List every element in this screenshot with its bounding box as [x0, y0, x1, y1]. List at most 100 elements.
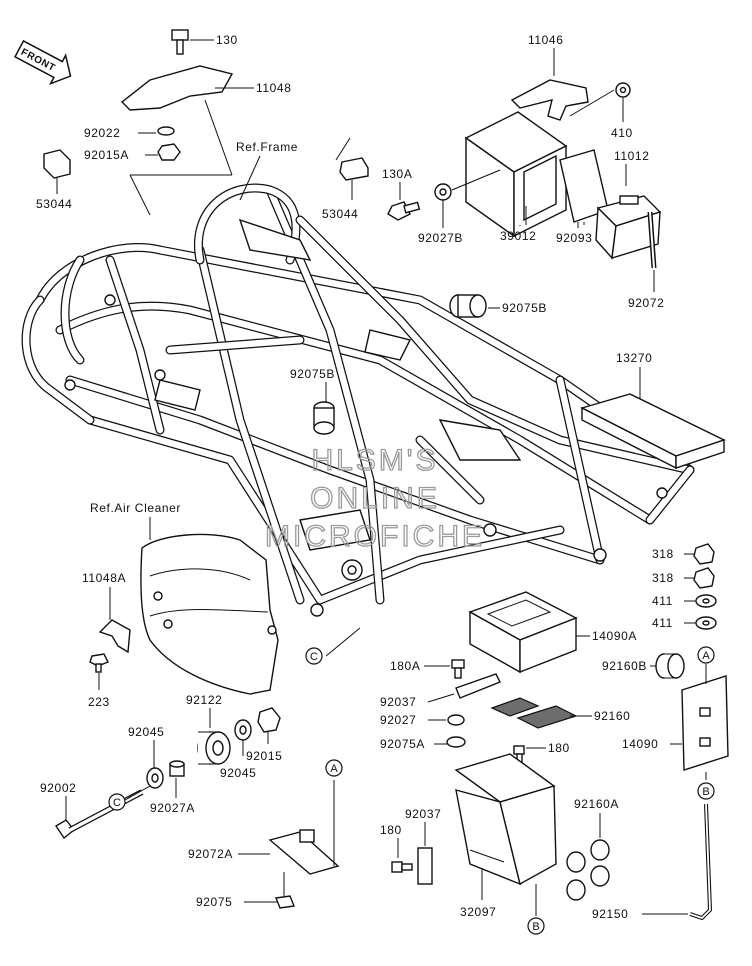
- callout-b-1-text: B: [702, 786, 709, 798]
- bolt-130A-icon: [387, 201, 421, 221]
- pad-92160A-4: [566, 879, 586, 901]
- callout-a-1-text: A: [330, 763, 338, 775]
- label-32097: 32097: [460, 905, 496, 919]
- label-92075B-right: 92075B: [502, 301, 547, 315]
- label-92015: 92015: [246, 749, 282, 763]
- mount-92122: [197, 731, 231, 765]
- label-92160: 92160: [594, 709, 630, 723]
- label-53044-left: 53044: [36, 197, 72, 211]
- label-92093: 92093: [556, 231, 592, 245]
- label-92002: 92002: [40, 781, 76, 795]
- callout-c-2: [108, 793, 126, 811]
- callout-a-2: [697, 646, 715, 664]
- collar-92075B-mid: [313, 401, 335, 435]
- callout-a-1: [325, 759, 343, 777]
- label-11048A: 11048A: [82, 571, 126, 585]
- label-39012: 39012: [500, 229, 536, 243]
- label-92075: 92075: [196, 895, 232, 909]
- watermark-line-3: MICROFICHE: [265, 520, 485, 553]
- watermark-line-2: ONLINE: [310, 482, 440, 515]
- label-92075A: 92075A: [380, 737, 425, 751]
- nut-92015A: [157, 143, 181, 161]
- bolt-180A-icon: [451, 659, 465, 679]
- watermark-line-1: HLSM'S: [311, 444, 438, 477]
- ref-air-cleaner-label: Ref.Air Cleaner: [90, 501, 181, 515]
- label-410: 410: [611, 126, 633, 140]
- terminal-92037-2: [417, 847, 433, 885]
- label-92037-2: 92037: [405, 807, 441, 821]
- air-cleaner-cover: [140, 533, 279, 695]
- label-180-2: 180: [380, 823, 402, 837]
- label-92022: 92022: [84, 126, 120, 140]
- label-180A: 180A: [390, 659, 420, 673]
- callout-c-1: [305, 647, 323, 665]
- collar-92075B-right: [449, 294, 487, 318]
- bracket-92072A: [268, 829, 340, 875]
- battery-14090A: [468, 591, 578, 674]
- bracket-11048: [120, 65, 234, 111]
- label-92045-left: 92045: [128, 725, 164, 739]
- label-92027A: 92027A: [150, 801, 195, 815]
- label-92160A: 92160A: [574, 797, 619, 811]
- label-92160B: 92160B: [602, 659, 647, 673]
- nut-92015: [257, 707, 281, 733]
- collar-92027A: [169, 760, 185, 777]
- label-180-1: 180: [548, 741, 570, 755]
- label-92027: 92027: [380, 713, 416, 727]
- plate-13270: [580, 393, 726, 470]
- label-92150: 92150: [592, 907, 628, 921]
- label-92122: 92122: [186, 693, 222, 707]
- label-130: 130: [216, 33, 238, 47]
- label-53044-mid: 53044: [322, 207, 358, 221]
- bolt-223-icon: [89, 653, 109, 673]
- label-14090: 14090: [622, 737, 658, 751]
- box-39012: [464, 111, 568, 238]
- label-11046: 11046: [528, 33, 563, 47]
- bolt-130-icon: [171, 29, 189, 55]
- pad-53044-left: [43, 149, 71, 179]
- label-92015A: 92015A: [84, 148, 129, 162]
- front-arrow-icon: FRONT: [14, 39, 72, 86]
- callout-b-1: [697, 782, 715, 800]
- label-130A: 130A: [382, 167, 412, 181]
- washer-92027: [447, 714, 465, 726]
- label-92072A: 92072A: [188, 847, 233, 861]
- watermark: HLSM'S ONLINE MICROFICHE: [264, 443, 485, 553]
- callout-b-2: [527, 917, 545, 935]
- label-92037-1: 92037: [380, 695, 416, 709]
- label-223: 223: [88, 695, 110, 709]
- frame-assembly: [21, 183, 695, 617]
- tray-32097: [454, 753, 557, 886]
- cap-11012: [595, 195, 662, 260]
- terminal-92037-1: [455, 673, 501, 699]
- collar-92075A: [446, 736, 466, 748]
- pad-92160-1: [490, 697, 540, 717]
- label-92045-right: 92045: [220, 766, 256, 780]
- damper-92160B: [655, 653, 685, 679]
- callout-c-1-text: C: [310, 651, 318, 663]
- callout-c-2-text: C: [113, 797, 121, 809]
- label-92072: 92072: [628, 296, 664, 310]
- label-11048: 11048: [256, 81, 291, 95]
- washer-92022: [157, 126, 175, 136]
- bracket-11048A: [98, 619, 131, 654]
- label-92075B-mid: 92075B: [290, 367, 335, 381]
- label-14090A: 14090A: [592, 629, 637, 643]
- callout-a-2-text: A: [702, 650, 710, 662]
- holder-14090: [681, 675, 729, 771]
- nut-318-2: [693, 567, 715, 589]
- nut-92075: [275, 895, 295, 909]
- pad-92160A-2: [566, 851, 586, 873]
- label-13270: 13270: [616, 351, 652, 365]
- bolt-92002-icon: [55, 789, 144, 840]
- ref-frame-label: Ref.Frame: [236, 140, 298, 154]
- label-411-2: 411: [652, 616, 673, 630]
- callout-b-2-text: B: [532, 921, 539, 933]
- label-92027B: 92027B: [418, 231, 463, 245]
- nut-318-1: [693, 543, 715, 565]
- pad-92160A-3: [590, 865, 610, 887]
- pad-92160A-1: [590, 839, 610, 861]
- bracket-11046: [510, 79, 589, 121]
